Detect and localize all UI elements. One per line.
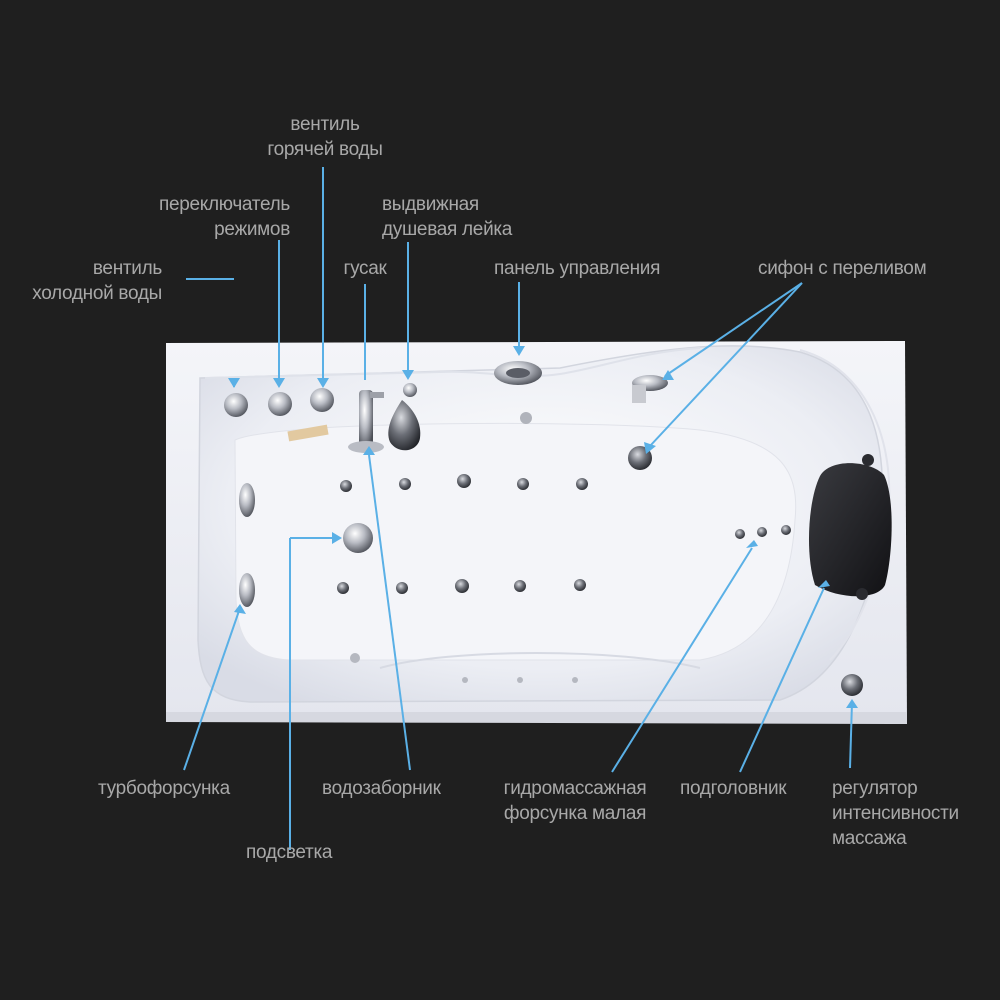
turbo-jet-upper[interactable] [239, 483, 255, 517]
label-control-panel: панель управления [494, 258, 661, 279]
small-jets [735, 525, 791, 539]
deck-shelf [204, 347, 701, 379]
leader-arrowheads [228, 346, 858, 708]
label-mode-switch: переключатель режимов [159, 194, 290, 240]
turbo-jet-lower[interactable] [239, 573, 255, 607]
tub-floor [234, 422, 797, 661]
floor-jets-top [340, 474, 588, 492]
control-panel-device[interactable] [494, 361, 542, 385]
headrest-device[interactable] [808, 454, 892, 600]
leader-lines [183, 167, 853, 850]
label-backlight: подсветка [246, 842, 333, 863]
hot-water-valve[interactable] [310, 388, 334, 412]
label-cold-valve: вентиль холодной воды [32, 258, 162, 304]
label-headrest: подголовник [680, 778, 787, 799]
label-small-jet: гидромассажная форсунка малая [503, 778, 647, 824]
mode-switch[interactable] [268, 392, 292, 416]
intensity-regulator-device[interactable] [841, 674, 863, 696]
label-hot-valve: вентиль горячей воды [267, 114, 383, 160]
label-overflow-drain: сифон с переливом [758, 258, 927, 279]
label-intensity-regulator: регулятор интенсивности массажа [832, 778, 959, 849]
shower-head-fixture[interactable] [388, 383, 421, 451]
label-shower-head: выдвижная душевая лейка [382, 194, 513, 240]
label-water-intake: водозаборник [322, 778, 441, 799]
label-spout: гусак [343, 258, 387, 279]
deck-sticker [287, 424, 329, 442]
bathtub [166, 341, 907, 724]
water-intake-device[interactable] [343, 523, 373, 553]
floor-jets-bottom [337, 579, 586, 594]
spout-fixture[interactable] [348, 390, 384, 453]
deck-jet-center [520, 412, 532, 424]
cold-water-valve[interactable] [224, 393, 248, 417]
tub-rim-bottom-edge [166, 712, 907, 724]
seat-curve [379, 652, 701, 669]
label-turbo-jet: турбофорсунка [98, 778, 230, 799]
rim-dots [350, 653, 578, 683]
